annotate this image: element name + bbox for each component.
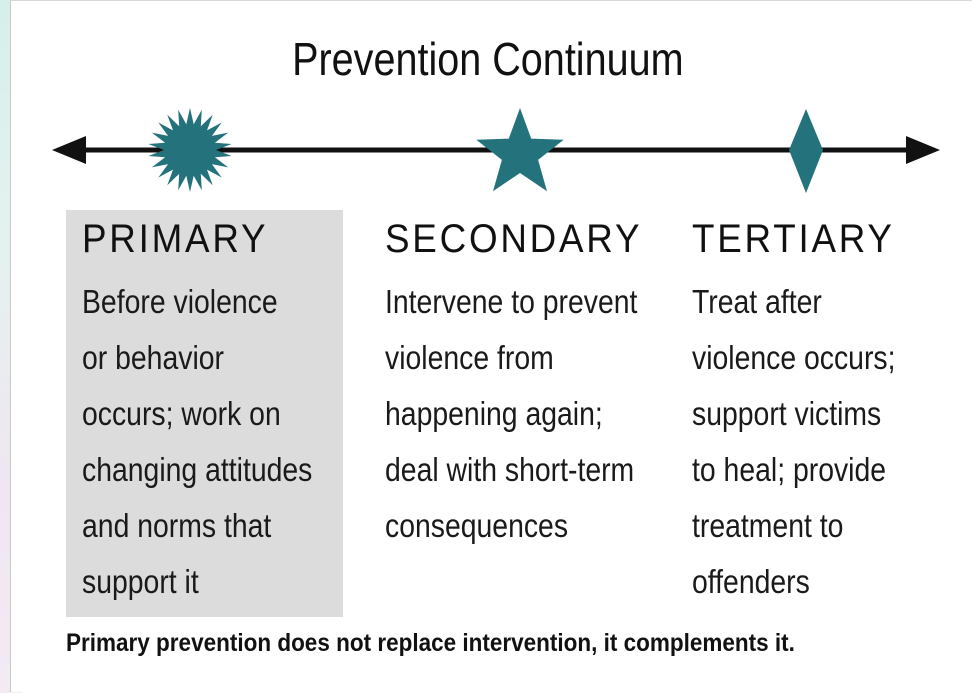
primary-highlight-box (66, 210, 343, 617)
tertiary-line: offenders (692, 563, 810, 600)
primary-line: and norms that (82, 507, 272, 544)
secondary-description: Intervene to prevent violence from happe… (385, 274, 637, 554)
diamond-icon (789, 109, 823, 193)
diagram-title: Prevention Continuum (292, 33, 684, 85)
primary-description: Before violence or behavior occurs; work… (82, 274, 312, 610)
primary-line: Before violence (82, 283, 278, 320)
tertiary-line: support victims (692, 395, 882, 432)
secondary-line: deal with short-term (385, 451, 635, 488)
tertiary-description: Treat after violence occurs; support vic… (692, 274, 895, 610)
secondary-heading: SECONDARY (385, 217, 643, 261)
footer-note: Primary prevention does not replace inte… (66, 629, 795, 657)
tertiary-heading: TERTIARY (692, 217, 895, 261)
secondary-line: consequences (385, 507, 569, 544)
primary-line: changing attitudes (82, 451, 313, 488)
secondary-line: happening again; (385, 395, 603, 432)
tertiary-line: Treat after (692, 283, 822, 320)
starburst-icon (148, 108, 232, 192)
tertiary-line: treatment to (692, 507, 844, 544)
continuum-line (52, 108, 940, 193)
primary-column: PRIMARY Before violence or behavior occu… (82, 216, 350, 610)
primary-line: or behavior (82, 339, 224, 376)
primary-heading: PRIMARY (82, 217, 269, 261)
secondary-line: violence from (385, 339, 554, 376)
tertiary-column: TERTIARY Treat after violence occurs; su… (692, 216, 929, 610)
right-arrowhead (906, 136, 940, 164)
tertiary-line: violence occurs; (692, 339, 896, 376)
left-arrowhead (52, 136, 86, 164)
primary-line: occurs; work on (82, 395, 281, 432)
primary-line: support it (82, 563, 199, 600)
secondary-column: SECONDARY Intervene to prevent violence … (385, 216, 679, 554)
star-icon (476, 108, 564, 192)
secondary-line: Intervene to prevent (385, 283, 638, 320)
tertiary-line: to heal; provide (692, 451, 887, 488)
